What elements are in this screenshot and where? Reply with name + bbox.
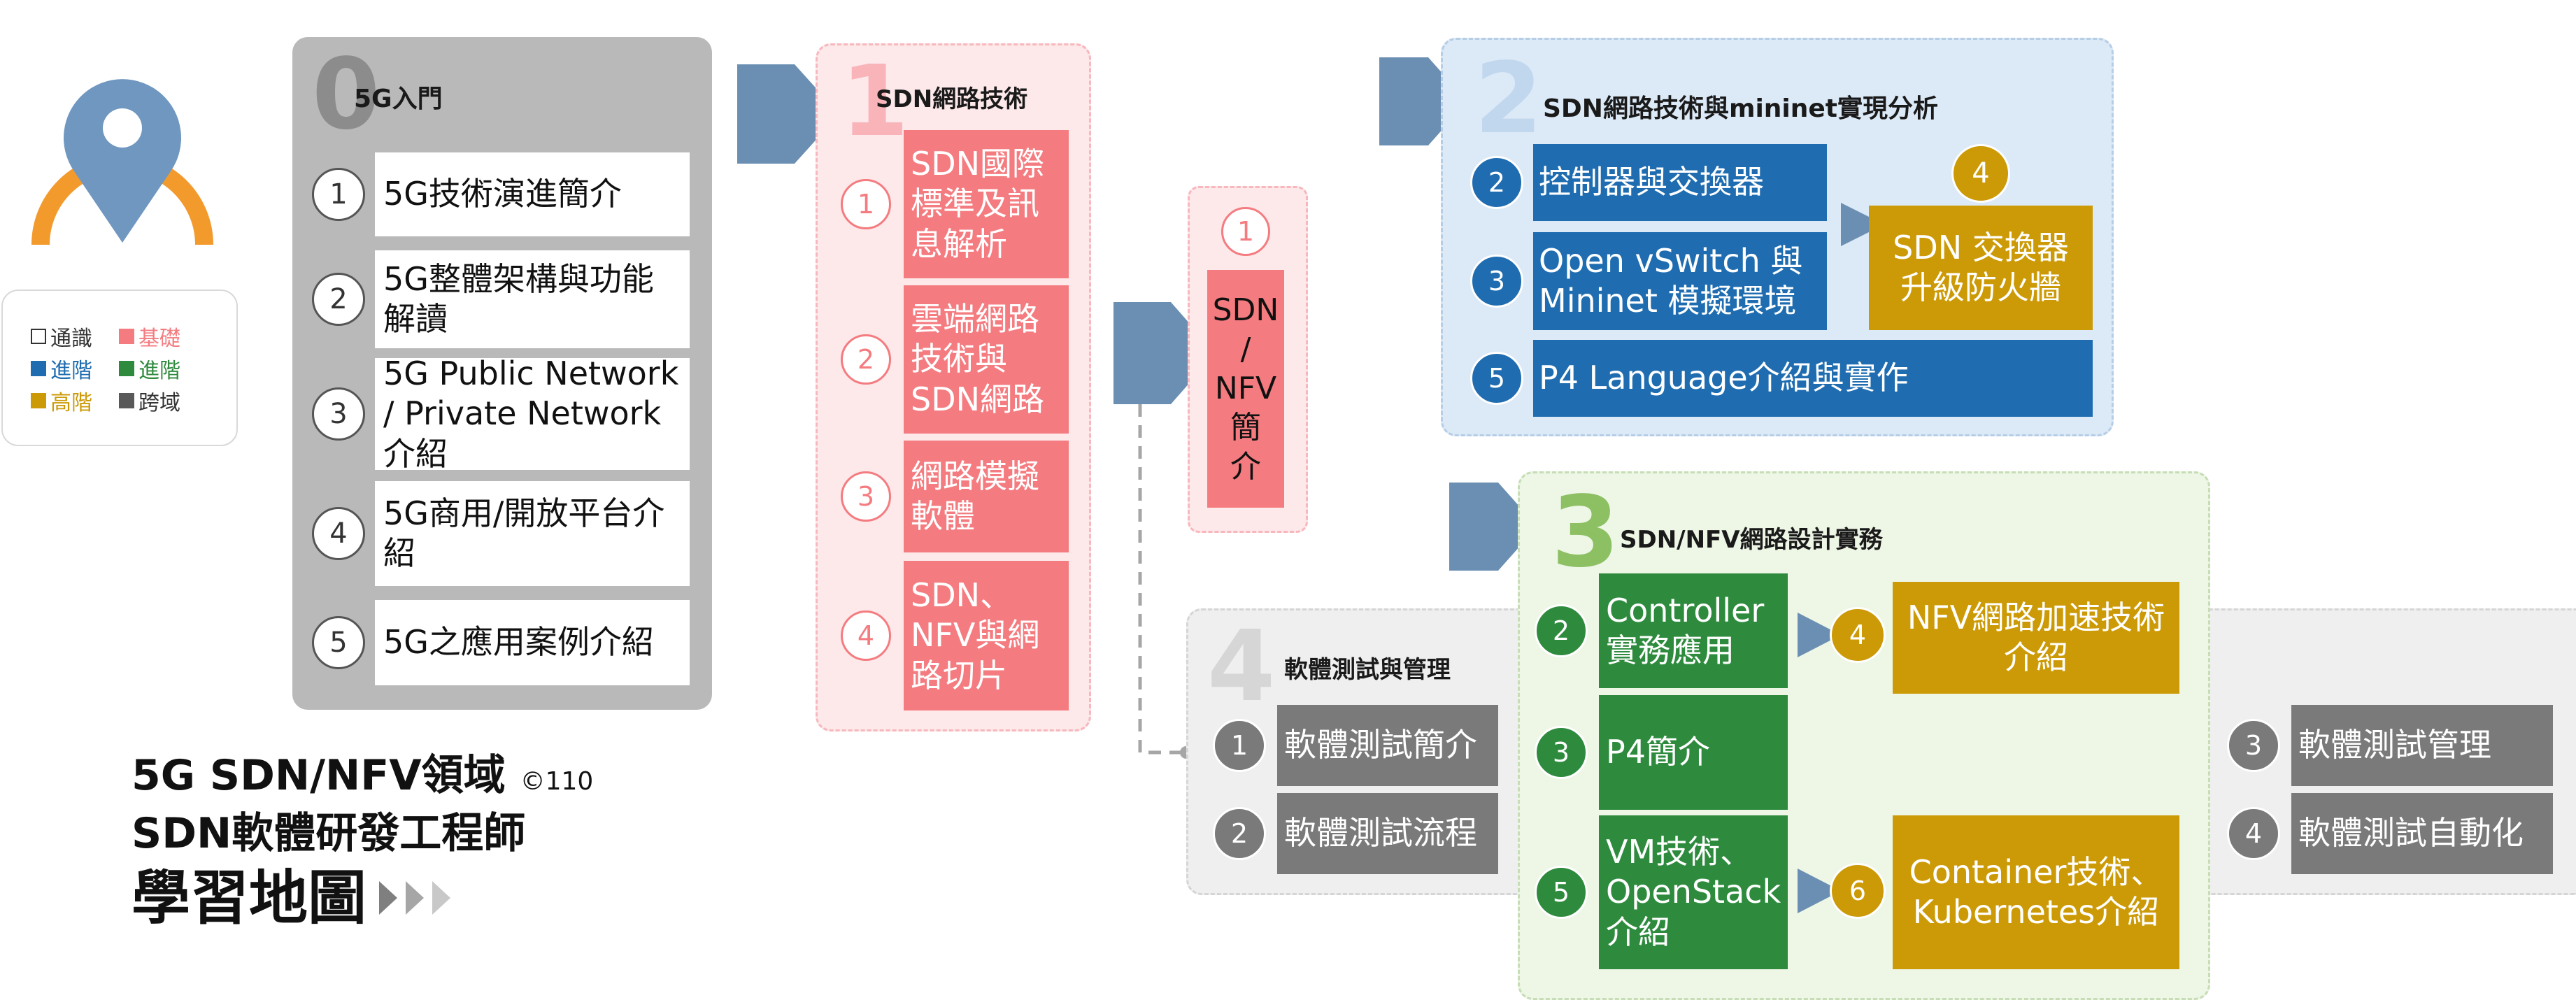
legend-swatch [31, 329, 46, 344]
legend-label: 基礎 [138, 327, 180, 351]
number-badge: 4 [312, 507, 365, 560]
course-box[interactable]: 雲端網路技術與SDN網路 [904, 285, 1069, 434]
number-badge: 1 [1221, 207, 1270, 256]
course-box[interactable]: SDN國際標準及訊息解析 [904, 130, 1069, 278]
sdn-nfv-line: 介 [1230, 449, 1261, 485]
course-box[interactable]: 控制器與交換器 [1533, 144, 1827, 221]
sdn-nfv-line: / [1240, 331, 1251, 367]
legend-label: 進階 [138, 359, 180, 383]
course-box[interactable]: P4簡介 [1599, 695, 1788, 810]
course-box[interactable]: SDN 交換器升級防火牆 [1869, 206, 2093, 330]
panel-number: 0 [312, 38, 380, 152]
course-box[interactable]: 5G商用/開放平台介紹 [375, 481, 690, 586]
number-badge: 1 [841, 179, 891, 229]
course-box[interactable]: 5G之應用案例介紹 [375, 600, 690, 685]
triple-arrow-icon [379, 881, 451, 915]
course-box[interactable]: 軟體測試流程 [1277, 793, 1498, 874]
number-badge: 1 [312, 168, 365, 221]
sdn-nfv-box[interactable]: SDN/ NFV 簡介 [1207, 270, 1284, 508]
title-line3: 學習地圖 [131, 864, 367, 932]
map-title: 5G SDN/NFV領域 ©110 SDN軟體研發工程師 學習地圖 [131, 750, 621, 936]
legend-swatch [119, 361, 134, 376]
number-badge: 4 [1951, 144, 2010, 203]
course-box[interactable]: VM技術、OpenStack介紹 [1599, 815, 1788, 969]
panel-number: 2 [1474, 42, 1543, 156]
course-box[interactable]: Open vSwitch 與Mininet 模擬環境 [1533, 232, 1827, 330]
course-box[interactable]: P4 Language介紹與實作 [1533, 340, 2093, 417]
course-box[interactable]: 5G整體架構與功能解讀 [375, 250, 690, 348]
number-badge: 2 [1213, 807, 1266, 860]
number-badge: 1 [1213, 719, 1266, 772]
title-copyright: ©110 [520, 767, 594, 796]
number-badge: 4 [841, 610, 891, 661]
panel-title: 5G入門 [354, 85, 443, 113]
chevron-arrow-icon [1798, 869, 1841, 913]
sdn-nfv-line: SDN [1212, 292, 1279, 328]
number-badge: 2 [1535, 604, 1588, 657]
legend: 通識 基礎 進階 進階 高階 跨域 [1, 290, 238, 446]
legend-label: 跨域 [138, 391, 180, 415]
number-badge: 5 [312, 616, 365, 669]
legend-label: 進階 [50, 359, 92, 383]
panel-title: 軟體測試與管理 [1284, 656, 1451, 684]
number-badge: 5 [1470, 352, 1523, 405]
panel-number: 4 [1207, 610, 1276, 724]
number-badge: 3 [312, 387, 365, 441]
number-badge: 6 [1830, 863, 1886, 919]
legend-swatch [31, 393, 46, 408]
sdn-nfv-line: 簡 [1230, 410, 1261, 445]
title-line1: 5G SDN/NFV領域 [131, 751, 506, 800]
number-badge: 2 [1470, 156, 1523, 209]
title-line2: SDN軟體研發工程師 [131, 809, 526, 858]
number-badge: 2 [841, 334, 891, 385]
number-badge: 3 [1470, 255, 1523, 308]
legend-swatch [119, 393, 134, 408]
panel-number: 3 [1551, 476, 1620, 590]
legend-swatch [119, 329, 134, 344]
number-badge: 3 [2227, 719, 2280, 772]
legend-label: 通識 [50, 327, 92, 351]
panel-title: SDN/NFV網路設計實務 [1620, 526, 1883, 554]
number-badge: 4 [1830, 607, 1886, 663]
course-box[interactable]: 5G Public Network / Private Network介紹 [375, 355, 690, 473]
course-box[interactable]: Container技術、Kubernetes介紹 [1893, 815, 2179, 969]
course-box[interactable]: NFV網路加速技術介紹 [1893, 582, 2179, 694]
course-box[interactable]: 軟體測試管理 [2291, 705, 2553, 786]
chevron-arrow-icon [737, 64, 839, 164]
course-box[interactable]: 網路模擬軟體 [904, 441, 1069, 552]
legend-label: 高階 [50, 391, 92, 415]
course-box[interactable]: 軟體測試簡介 [1277, 705, 1498, 786]
course-box[interactable]: Controller實務應用 [1599, 573, 1788, 688]
chevron-arrow-icon [1798, 613, 1841, 657]
sdn-nfv-line: NFV [1214, 371, 1277, 406]
location-pin-icon [31, 79, 213, 245]
chevron-arrow-icon [1841, 203, 1884, 246]
number-badge: 3 [841, 471, 891, 522]
legend-swatch [31, 361, 46, 376]
number-badge: 4 [2227, 807, 2280, 860]
panel-number: 1 [841, 45, 909, 159]
course-box[interactable]: 5G技術演進簡介 [375, 152, 690, 236]
chevron-arrow-icon [1449, 483, 1537, 571]
number-badge: 3 [1535, 726, 1588, 779]
panel-title: SDN網路技術與mininet實現分析 [1543, 94, 1939, 123]
number-badge: 2 [312, 273, 365, 326]
panel-title: SDN網路技術 [876, 85, 1028, 113]
course-box[interactable]: SDN、NFV與網路切片 [904, 561, 1069, 710]
number-badge: 5 [1535, 866, 1588, 919]
course-box[interactable]: 軟體測試自動化 [2291, 793, 2553, 874]
